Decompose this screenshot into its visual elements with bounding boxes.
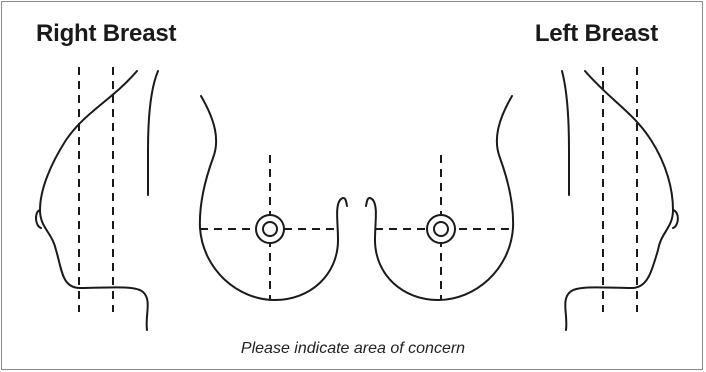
right-breast-side-view[interactable] <box>36 67 158 330</box>
right-front-nipple-inner <box>263 222 277 236</box>
left-breast-side-view[interactable] <box>562 67 678 330</box>
left-front-nipple-inner <box>434 222 448 236</box>
right-side-back-outline <box>148 71 158 195</box>
left-side-back-outline <box>562 71 569 195</box>
instruction-caption: Please indicate area of concern <box>0 340 706 358</box>
right-front-outline <box>200 96 347 300</box>
left-front-outline <box>366 96 513 300</box>
left-side-chest-outline <box>565 71 673 330</box>
right-side-chest-outline <box>40 71 148 330</box>
right-breast-front-view[interactable] <box>200 96 347 300</box>
left-breast-front-view[interactable] <box>366 96 513 300</box>
